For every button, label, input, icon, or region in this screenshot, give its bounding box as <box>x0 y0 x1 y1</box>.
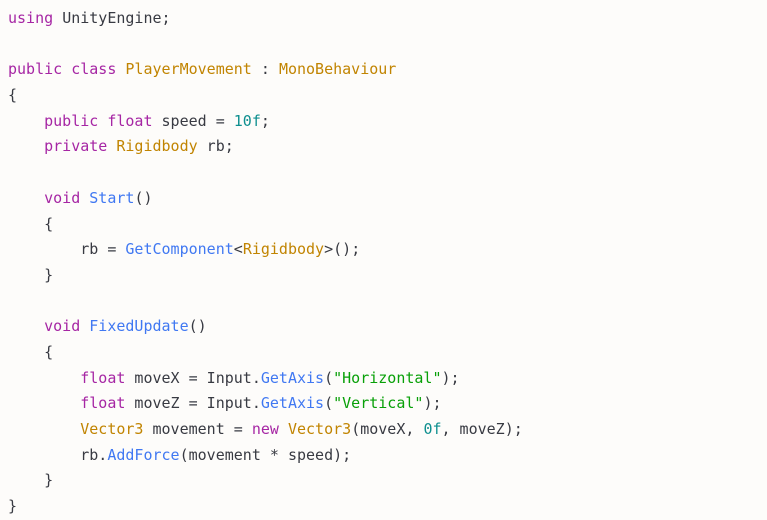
code-token-type: Vector3 <box>80 420 144 438</box>
code-token-plain: rb = <box>8 240 126 259</box>
code-line: } <box>8 263 767 289</box>
code-token-keyword: float <box>80 368 126 387</box>
code-line: void FixedUpdate() <box>8 314 767 340</box>
code-line: Vector3 movement = new Vector3(moveX, 0f… <box>8 417 767 443</box>
code-token-number: 10f <box>233 111 261 130</box>
code-token-plain: ; <box>432 394 442 413</box>
code-token-type: Rigidbody <box>116 137 198 156</box>
code-line: public float speed = 10f; <box>8 109 767 135</box>
code-token-plain: } <box>8 265 54 284</box>
code-line <box>8 32 767 58</box>
code-token-plain: { <box>8 86 18 105</box>
code-token-plain <box>80 189 89 207</box>
code-line: } <box>8 494 767 520</box>
code-line: void Start() <box>8 186 767 212</box>
code-token-plain: moveX = Input. <box>125 368 261 387</box>
code-token-method: GetAxis <box>260 368 325 387</box>
code-token-type: PlayerMovement <box>125 60 252 79</box>
code-token-plain: UnityEngine <box>62 9 162 27</box>
code-token-keyword: void <box>44 188 81 207</box>
code-token-method: GetAxis <box>260 394 325 413</box>
code-token-plain <box>8 394 80 412</box>
code-line: float moveZ = Input.GetAxis("Vertical"); <box>8 391 767 417</box>
code-token-plain <box>53 9 62 27</box>
code-token-punctuation: () <box>333 240 352 259</box>
code-token-plain <box>279 420 288 438</box>
code-token-type: Vector3 <box>287 420 352 438</box>
code-token-punctuation: > <box>324 240 334 259</box>
code-token-punctuation: ( <box>324 394 334 413</box>
code-token-keyword: class <box>71 60 117 79</box>
code-token-plain: (moveX, <box>351 420 424 438</box>
code-token-plain <box>62 60 71 78</box>
code-line: { <box>8 212 767 238</box>
code-line: public class PlayerMovement : MonoBehavi… <box>8 57 767 83</box>
code-token-plain <box>8 189 44 207</box>
code-token-plain: ; <box>260 111 270 130</box>
code-token-keyword: void <box>44 317 81 336</box>
code-token-punctuation: () <box>188 317 207 336</box>
code-token-string: "Horizontal" <box>333 368 442 387</box>
code-token-keyword: using <box>8 9 54 27</box>
code-token-method: FixedUpdate <box>89 317 189 336</box>
code-token-plain: ; <box>450 368 460 387</box>
code-token-plain: , moveZ); <box>441 420 523 438</box>
code-token-plain <box>8 137 44 155</box>
code-token-punctuation: ( <box>324 368 334 387</box>
code-token-keyword: float <box>107 111 153 130</box>
code-token-plain: : <box>251 60 279 79</box>
code-token-number: 0f <box>423 420 442 438</box>
code-token-plain <box>8 420 80 438</box>
code-line: using UnityEngine; <box>8 6 767 32</box>
code-token-type: Rigidbody <box>242 240 325 259</box>
code-token-punctuation: < <box>233 240 243 259</box>
code-token-plain: (movement * speed); <box>179 445 352 464</box>
code-line: rb.AddForce(movement * speed); <box>8 443 767 469</box>
code-token-plain <box>98 112 107 130</box>
code-token-plain <box>80 317 89 335</box>
code-token-plain: { <box>8 214 54 233</box>
code-token-keyword: float <box>80 394 126 413</box>
code-token-plain: rb. <box>8 445 108 464</box>
code-token-plain <box>8 112 44 130</box>
code-token-plain <box>8 369 80 387</box>
code-token-keyword: public <box>8 60 63 79</box>
code-token-plain: { <box>8 342 54 361</box>
code-token-method: GetComponent <box>125 240 234 259</box>
code-token-plain: } <box>8 471 54 490</box>
code-token-plain: moveZ = Input. <box>125 394 261 413</box>
code-token-plain: speed = <box>152 111 234 130</box>
code-token-plain: } <box>8 497 18 516</box>
code-token-plain: ; <box>161 9 171 27</box>
code-line: } <box>8 468 767 494</box>
code-line: private Rigidbody rb; <box>8 134 767 160</box>
code-token-plain <box>8 317 44 335</box>
code-token-keyword: public <box>44 111 99 130</box>
code-token-keyword: private <box>44 137 108 156</box>
code-token-string: "Vertical" <box>333 394 424 413</box>
code-token-plain: ; <box>351 240 361 259</box>
code-token-plain: movement = <box>143 420 252 438</box>
code-line: { <box>8 340 767 366</box>
code-token-punctuation: () <box>134 188 153 207</box>
code-token-plain: rb; <box>197 137 234 156</box>
code-token-keyword: new <box>251 420 279 438</box>
code-token-punctuation: ) <box>441 368 451 387</box>
code-line: { <box>8 83 767 109</box>
code-token-method: AddForce <box>107 445 180 464</box>
code-token-method: Start <box>89 188 135 207</box>
code-line <box>8 160 767 186</box>
code-line: float moveX = Input.GetAxis("Horizontal"… <box>8 366 767 392</box>
code-token-type: MonoBehaviour <box>278 60 397 79</box>
code-line: rb = GetComponent<Rigidbody>(); <box>8 237 767 263</box>
code-line <box>8 289 767 315</box>
code-token-punctuation: ) <box>423 394 433 413</box>
